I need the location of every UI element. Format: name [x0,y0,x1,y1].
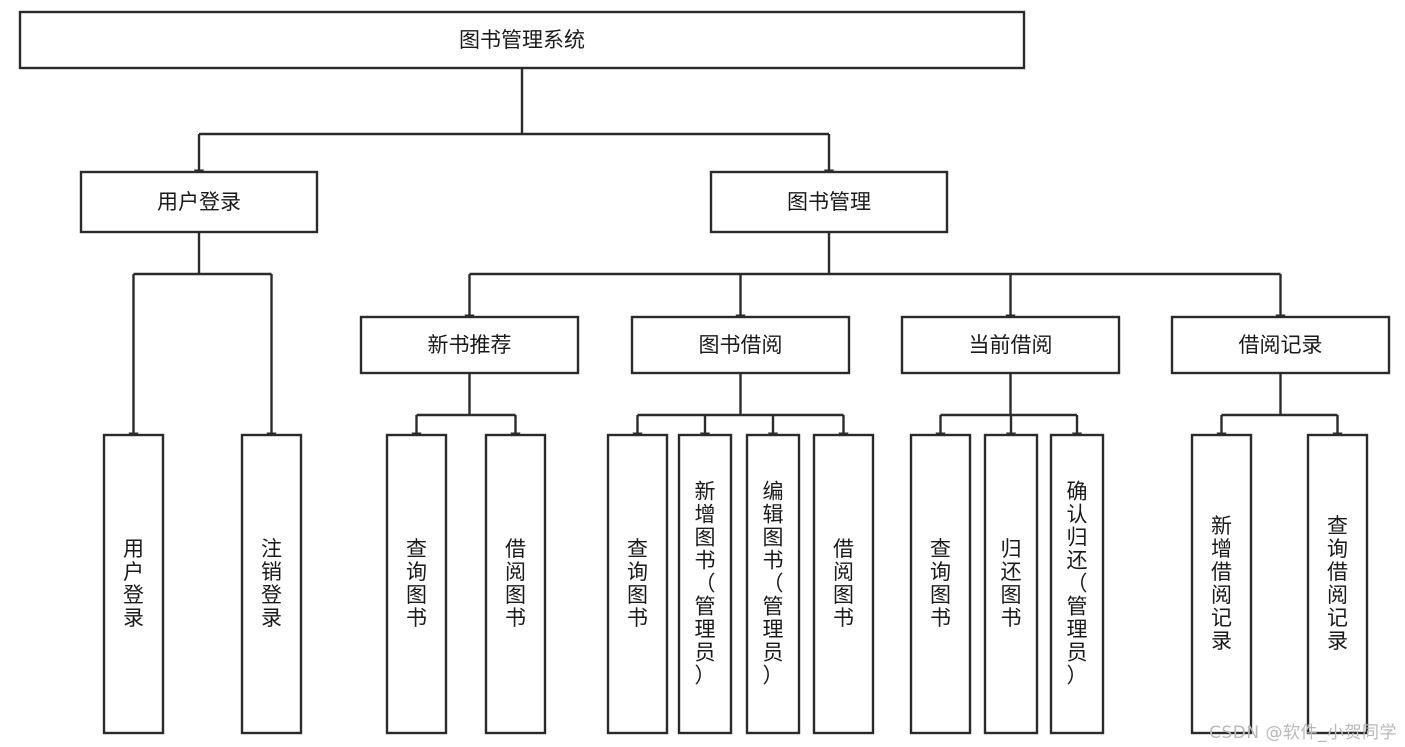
node-label-leaf-user-login: 用户登录 [123,537,144,630]
node-label-leaf-query-book-1: 查询图书 [406,537,427,630]
node-box-leaf-user-login [102,433,165,735]
node-box-leaf-add-book-admin [677,433,733,735]
node-leaf-borrow-book-2[interactable]: 借阅图书 [812,433,875,735]
node-box-leaf-return-book [983,433,1039,735]
node-leaf-query-book-1[interactable]: 查询图书 [385,433,448,735]
node-box-leaf-borrow-book-2 [812,433,875,735]
node-label-current-borrow: 当前借阅 [969,333,1053,357]
node-current-borrow[interactable]: 当前借阅 [900,315,1121,375]
node-box-leaf-borrow-book-1 [484,433,547,735]
node-label-leaf-borrow-book-1: 借阅图书 [505,537,526,630]
node-label-borrow-records: 借阅记录 [1239,333,1323,357]
node-label-book-borrow: 图书借阅 [699,333,783,357]
node-box-current-borrow [900,315,1121,375]
watermark-text: CSDN @软件_小贺同学 [1209,723,1397,743]
node-box-book-borrow [630,315,851,375]
node-leaf-user-login[interactable]: 用户登录 [102,433,165,735]
node-box-leaf-query-book-2 [606,433,669,735]
node-box-leaf-add-borrow-record [1190,433,1253,735]
node-label-user-login: 用户登录 [157,190,241,214]
node-label-leaf-edit-book-admin: 编辑图书（管理员） [763,479,784,687]
node-root[interactable]: 图书管理系统 [18,10,1026,70]
node-user-login[interactable]: 用户登录 [79,170,319,234]
node-leaf-edit-book-admin[interactable]: 编辑图书（管理员） [745,433,801,735]
node-leaf-query-book-3[interactable]: 查询图书 [909,433,972,735]
node-new-book-recommend[interactable]: 新书推荐 [359,315,580,375]
node-book-borrow[interactable]: 图书借阅 [630,315,851,375]
node-leaf-query-borrow-record[interactable]: 查询借阅记录 [1306,433,1369,735]
node-box-leaf-query-book-1 [385,433,448,735]
node-label-leaf-logout: 注销登录 [261,537,282,630]
node-leaf-return-book[interactable]: 归还图书 [983,433,1039,735]
node-label-leaf-add-book-admin: 新增图书（管理员） [695,479,716,687]
node-box-new-book-recommend [359,315,580,375]
node-label-leaf-query-book-2: 查询图书 [627,537,648,630]
node-label-leaf-query-borrow-record: 查询借阅记录 [1327,514,1348,653]
node-borrow-records[interactable]: 借阅记录 [1170,315,1391,375]
node-layer: 图书管理系统用户登录图书管理新书推荐图书借阅当前借阅借阅记录用户登录注销登录查询… [18,10,1391,735]
node-label-leaf-confirm-return-admin: 确认归还（管理员） [1067,479,1088,687]
node-box-leaf-logout [240,433,303,735]
node-label-leaf-query-book-3: 查询图书 [930,537,951,630]
node-label-book-manage: 图书管理 [787,190,871,214]
node-leaf-query-book-2[interactable]: 查询图书 [606,433,669,735]
node-box-book-manage [709,170,949,234]
node-box-user-login [79,170,319,234]
node-leaf-borrow-book-1[interactable]: 借阅图书 [484,433,547,735]
node-box-leaf-confirm-return-admin [1049,433,1105,735]
node-leaf-logout[interactable]: 注销登录 [240,433,303,735]
node-box-borrow-records [1170,315,1391,375]
node-box-leaf-query-borrow-record [1306,433,1369,735]
connector-layer [128,68,1343,444]
node-leaf-add-borrow-record[interactable]: 新增借阅记录 [1190,433,1253,735]
node-box-leaf-query-book-3 [909,433,972,735]
node-box-leaf-edit-book-admin [745,433,801,735]
node-box-root [18,10,1026,70]
node-label-leaf-borrow-book-2: 借阅图书 [833,537,854,630]
node-leaf-confirm-return-admin[interactable]: 确认归还（管理员） [1049,433,1105,735]
node-label-leaf-add-borrow-record: 新增借阅记录 [1211,514,1232,653]
node-label-new-book-recommend: 新书推荐 [428,333,512,357]
node-label-leaf-return-book: 归还图书 [1001,537,1022,630]
node-label-root: 图书管理系统 [459,28,585,52]
node-book-manage[interactable]: 图书管理 [709,170,949,234]
node-leaf-add-book-admin[interactable]: 新增图书（管理员） [677,433,733,735]
